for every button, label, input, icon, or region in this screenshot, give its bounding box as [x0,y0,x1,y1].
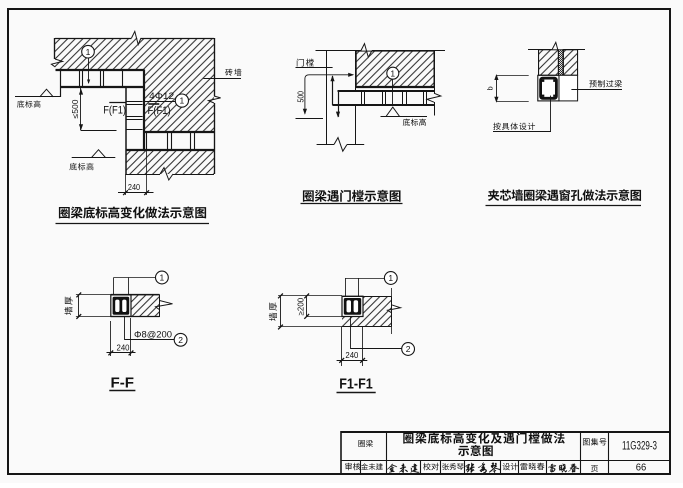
svg-text:4Φ12: 4Φ12 [149,91,174,101]
svg-text:≥200: ≥200 [297,297,306,315]
svg-text:2: 2 [406,344,411,354]
svg-text:1: 1 [180,96,185,106]
svg-text:1: 1 [86,47,91,57]
svg-text:66: 66 [636,462,647,473]
svg-text:≤500: ≤500 [71,99,80,119]
svg-text:2: 2 [178,335,183,345]
svg-text:1: 1 [390,68,395,78]
svg-text:240: 240 [128,183,141,192]
svg-text:240: 240 [345,350,358,360]
svg-text:1: 1 [388,273,393,283]
svg-text:Φ8@200: Φ8@200 [134,330,172,340]
svg-text:F(F1): F(F1) [103,105,126,117]
svg-text:F-F: F-F [111,375,135,391]
svg-text:1: 1 [160,273,165,283]
svg-text:F1-F1: F1-F1 [339,377,373,393]
svg-text:F(F1): F(F1) [148,105,171,117]
svg-text:240: 240 [117,343,130,353]
svg-text:500: 500 [296,91,305,103]
svg-text:b: b [485,86,494,90]
svg-text:11G329-3: 11G329-3 [622,440,657,452]
